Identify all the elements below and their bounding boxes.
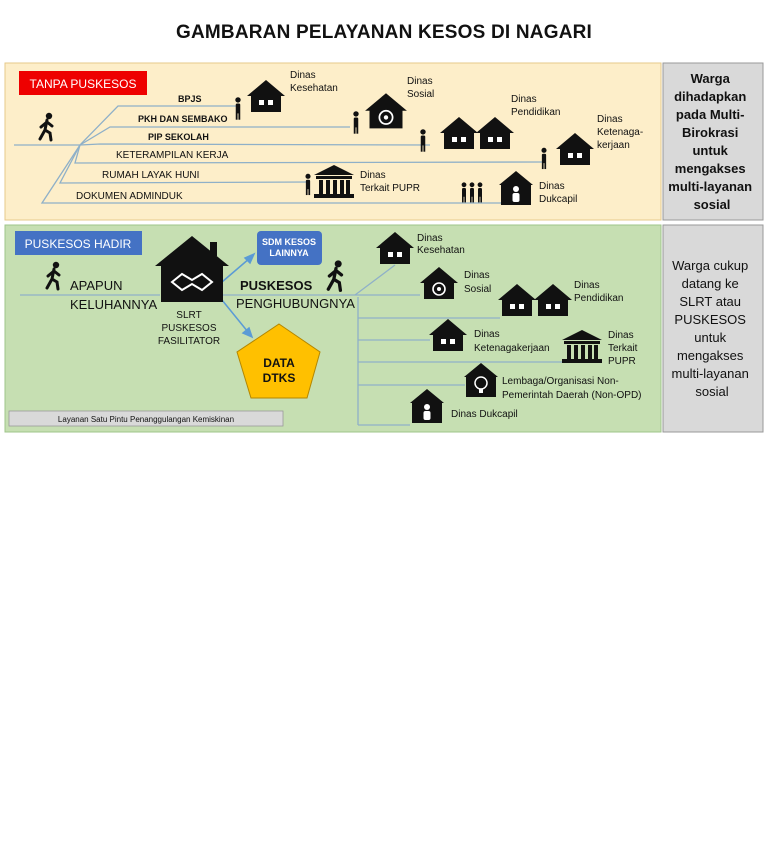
- sdm-kesos-box: [257, 231, 322, 265]
- footer-strip: [8, 410, 284, 427]
- top-side-box: [662, 62, 764, 221]
- puskesos-hadir-label: PUSKESOS HADIR: [25, 237, 132, 251]
- b-lembaga-bulb-house-icon: [464, 363, 498, 397]
- tanpa-puskesos-tag: [19, 71, 147, 95]
- arrows: [221, 252, 256, 339]
- footer-text: Layanan Satu Pintu Penanggulangan Kemisk…: [58, 415, 234, 424]
- page-title: GAMBARAN PELAYANAN KESOS DI NAGARI: [175, 22, 593, 43]
- service-rumah: RUMAH LAYAK HUNI: [102, 170, 199, 181]
- slrt-handshake-house-icon: [155, 236, 229, 302]
- data-dtks-pentagon: [236, 323, 321, 399]
- top-panel: TANPA PUSKESOS BPJS PKH DAN SEMBAKO PIP …: [4, 62, 764, 221]
- bottom-side-box: [662, 224, 764, 433]
- tanpa-puskesos-label: TANPA PUSKESOS: [30, 77, 137, 91]
- service-lines: [14, 105, 546, 204]
- flow-lines: [20, 264, 562, 426]
- b-sosial-house-icon: [420, 267, 458, 299]
- top-side-text: Warga dihadapkan pada Multi- Birokrasi u…: [668, 71, 755, 212]
- b-agency-dukcapil: Dinas Dukcapil: [451, 409, 518, 420]
- puskesos-hadir-tag: [15, 231, 142, 255]
- bottom-side-text: Warga cukup datang ke SLRT atau PUSKESOS…: [672, 258, 753, 399]
- b-agency-lembaga: Lembaga/Organisasi Non-Pemerintah Daerah…: [502, 376, 642, 401]
- service-pip: PIP SEKOLAH: [148, 132, 209, 142]
- dukcapil-house-icon: [499, 171, 533, 205]
- service-keterampilan: KETERAMPILAN KERJA: [116, 150, 229, 161]
- service-bpjs: BPJS: [178, 94, 202, 104]
- sosial-house-icon: [365, 93, 407, 129]
- service-pkh: PKH DAN SEMBAKO: [138, 114, 228, 124]
- service-adminduk: DOKUMEN ADMINDUK: [76, 191, 183, 202]
- b-dukcapil-house-icon: [410, 389, 444, 423]
